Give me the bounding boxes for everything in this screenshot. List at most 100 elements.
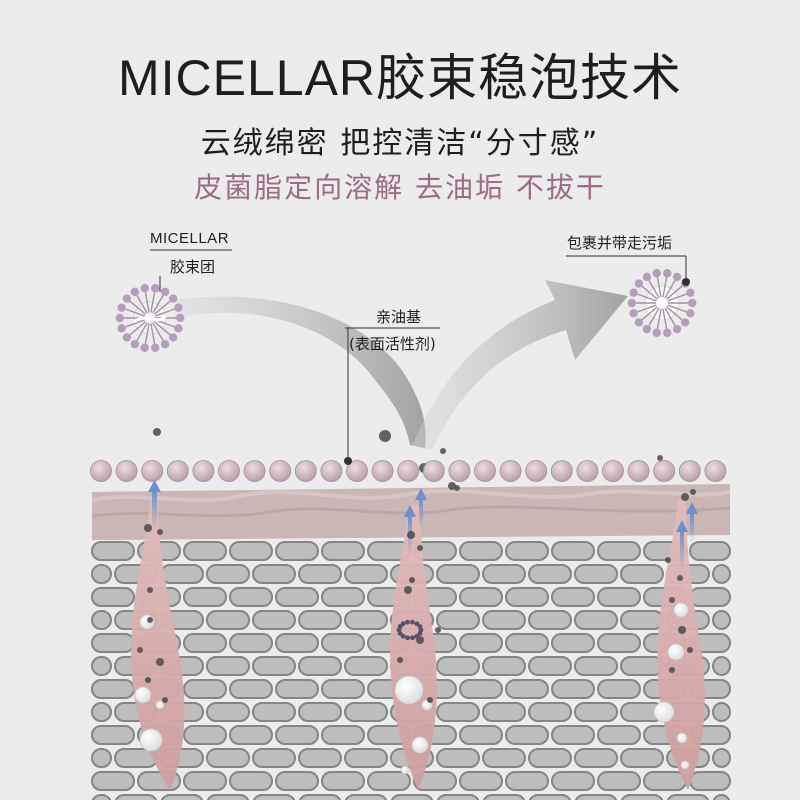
oil-bubble: [676, 732, 688, 744]
skin-cell: [436, 748, 480, 768]
micelle-bead: [550, 460, 573, 482]
flow-arrow-down: [175, 296, 426, 448]
skin-cell: [413, 771, 457, 791]
skin-cell: [344, 748, 388, 768]
dirt-particle: [379, 430, 391, 442]
micelle-bead: [704, 460, 727, 482]
dirt-particle: [404, 586, 412, 594]
skin-cell: [344, 564, 388, 584]
skin-cell: [712, 564, 731, 584]
oil-bubble: [667, 643, 685, 661]
micelle-bead: [294, 460, 317, 482]
skin-cell: [206, 656, 250, 676]
skin-cell: [344, 794, 388, 800]
skin-cell: [459, 633, 503, 653]
skin-cell: [275, 633, 319, 653]
skin-cell: [712, 702, 731, 722]
oil-bubble: [653, 701, 675, 723]
skin-cell: [91, 771, 135, 791]
skin-cell: [459, 679, 503, 699]
dirt-particle: [162, 697, 168, 703]
micelle-bead: [218, 460, 240, 482]
micelle-bead: [627, 460, 650, 482]
skin-cell: [482, 702, 526, 722]
skin-cell: [229, 679, 273, 699]
skin-cell: [528, 564, 572, 584]
skin-cell: [574, 610, 618, 630]
skin-cell: [298, 748, 342, 768]
skin-cell: [91, 725, 135, 745]
dirt-particle: [435, 627, 441, 633]
skin-cell: [183, 633, 227, 653]
skin-cell: [91, 541, 135, 561]
skin-cell: [505, 725, 549, 745]
skin-cell: [528, 610, 572, 630]
dirt-particle: [440, 448, 446, 454]
skin-cell: [505, 541, 549, 561]
micelle-bead: [474, 460, 496, 482]
micelle-bead: [115, 460, 138, 482]
flow-arrow-up: [412, 280, 628, 450]
skin-cell: [551, 541, 595, 561]
skin-cell: [597, 679, 641, 699]
micelle-bead: [602, 460, 624, 482]
skin-cell: [689, 771, 731, 791]
skin-cell: [689, 587, 731, 607]
skin-cell: [459, 771, 503, 791]
oil-bubble: [394, 675, 424, 705]
skin-cell: [528, 656, 572, 676]
skin-cell: [390, 794, 434, 800]
micelle-in-pore: [396, 619, 424, 641]
skin-cell: [344, 610, 388, 630]
dirt-particles: [137, 428, 696, 703]
leader-dot: [344, 457, 352, 465]
skin-cell: [229, 633, 273, 653]
skin-cell: [298, 610, 342, 630]
skin-cell: [712, 794, 731, 800]
skin-cell: [91, 564, 112, 584]
skin-cell: [620, 656, 664, 676]
dirt-particle: [677, 575, 683, 581]
leader-dot: [682, 278, 690, 286]
skin-cell: [183, 771, 227, 791]
skin-cell: [574, 702, 618, 722]
skin-cell: [528, 748, 572, 768]
skin-cell: [712, 748, 731, 768]
skin-cell: [551, 679, 595, 699]
skin-cell: [321, 771, 365, 791]
skin-cell: [620, 794, 664, 800]
skin-cell: [298, 656, 342, 676]
label-lipophilic: 亲油基: [376, 308, 422, 326]
dirt-particle: [407, 531, 415, 539]
skin-cell: [505, 771, 549, 791]
skin-cell: [298, 794, 342, 800]
micelle-bead: [320, 460, 343, 482]
dirt-particle: [137, 647, 143, 653]
skin-cell: [321, 725, 365, 745]
skin-cell: [298, 702, 342, 722]
dirt-particle: [409, 577, 415, 583]
skin-cell: [574, 564, 618, 584]
dirt-particle: [145, 677, 151, 683]
micelle-bead: [422, 460, 445, 482]
dirt-particle: [157, 529, 163, 535]
skin-cell: [436, 656, 480, 676]
oil-bubble: [155, 700, 165, 710]
skin-cell: [597, 541, 641, 561]
skin-cell: [482, 610, 526, 630]
skin-cell: [206, 610, 250, 630]
subtitle-foam: 云绒绵密 把控清洁“分寸感”: [200, 126, 600, 161]
skin-cell: [206, 702, 250, 722]
dirt-particle: [665, 557, 671, 563]
skin-cell: [91, 610, 112, 630]
skin-cell: [298, 564, 342, 584]
skin-cell: [574, 748, 618, 768]
skin-cell: [551, 771, 595, 791]
skin-cell: [91, 656, 112, 676]
skin-cell: [91, 679, 135, 699]
oil-bubble: [400, 765, 410, 775]
micelle-bead: [166, 460, 189, 482]
skin-cell: [482, 564, 526, 584]
skin-cell: [597, 725, 641, 745]
skin-cell: [436, 610, 480, 630]
